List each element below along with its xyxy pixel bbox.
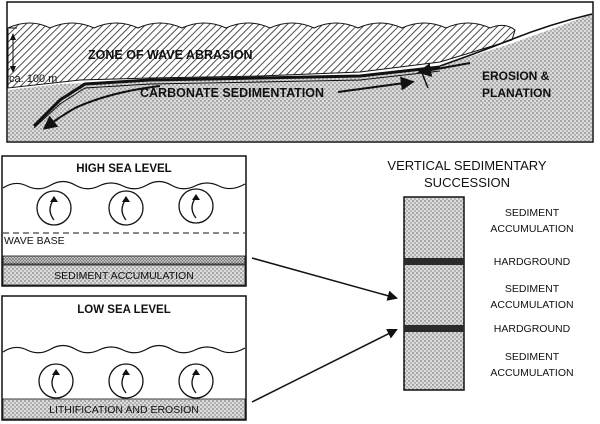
high-bottom-label: SEDIMENT ACCUMULATION: [54, 270, 194, 282]
wave-base-label: WAVE BASE: [4, 235, 65, 247]
low-orbital-1: [38, 363, 74, 399]
layer-3-line2: ACCUMULATION: [490, 299, 573, 311]
low-panel-title: LOW SEA LEVEL: [77, 304, 171, 316]
wave-abrasion-zone: [7, 22, 516, 89]
low-water-surface: [2, 344, 246, 354]
layer-5-line1: SEDIMENT: [505, 351, 560, 363]
low-orbital-3: [178, 363, 214, 399]
high-orbital-3: [178, 188, 214, 224]
low-sediment-layer: [2, 398, 246, 420]
low-bottom-label: LITHIFICATION AND EROSION: [49, 404, 199, 416]
succession-title-2: SUCCESSION: [424, 175, 510, 190]
layer-2-line1: HARDGROUND: [494, 256, 571, 268]
high-water-surface: [2, 180, 246, 190]
high-panel-title: HIGH SEA LEVEL: [76, 163, 171, 175]
hardground-band-2: [404, 325, 464, 332]
carbonate-label: CARBONATE SEDIMENTATION: [140, 86, 324, 100]
vertical-succession: VERTICAL SEDIMENTARY SUCCESSION SEDIMENT…: [387, 158, 574, 391]
erosion-label-1: EROSION &: [482, 69, 550, 83]
erosion-arrow: [417, 62, 471, 77]
low-sea-level-panel: LOW SEA LEVEL LITHIFICATION AND EROSION: [1, 295, 247, 421]
erosion-label-2: PLANATION: [482, 86, 551, 100]
high-to-column-arrow: [251, 257, 399, 301]
shoreline: [439, 13, 593, 67]
low-orbital-2: [108, 363, 144, 399]
high-orbital-1: [36, 190, 72, 226]
high-sediment-band: [2, 255, 246, 265]
layer-4-line1: HARDGROUND: [494, 323, 571, 335]
zone-label: ZONE OF WAVE ABRASION: [88, 48, 253, 62]
erosion-mark: [419, 67, 429, 89]
layer-3-line1: SEDIMENT: [505, 283, 560, 295]
low-to-column-arrow: [251, 329, 398, 403]
succession-column: [403, 196, 465, 391]
hardground-band-1: [404, 258, 464, 265]
carbonate-layer: [32, 65, 441, 128]
carbonate-arrow-left: [42, 85, 161, 130]
layer-1-line2: ACCUMULATION: [490, 223, 573, 235]
succession-title-1: VERTICAL SEDIMENTARY: [387, 158, 546, 173]
carbonate-arrow-right: [337, 76, 415, 93]
high-orbital-2: [108, 190, 144, 226]
high-sea-level-panel: HIGH SEA LEVEL WAVE BASE SEDIMENT ACCUMU…: [1, 155, 247, 287]
layer-1-line1: SEDIMENT: [505, 207, 560, 219]
coastal-profile: ZONE OF WAVE ABRASION ca. 100 m CARBONAT…: [6, 1, 594, 143]
layer-5-line2: ACCUMULATION: [490, 367, 573, 379]
depth-label: ca. 100 m: [9, 73, 57, 85]
high-sediment-layer: [2, 264, 246, 286]
